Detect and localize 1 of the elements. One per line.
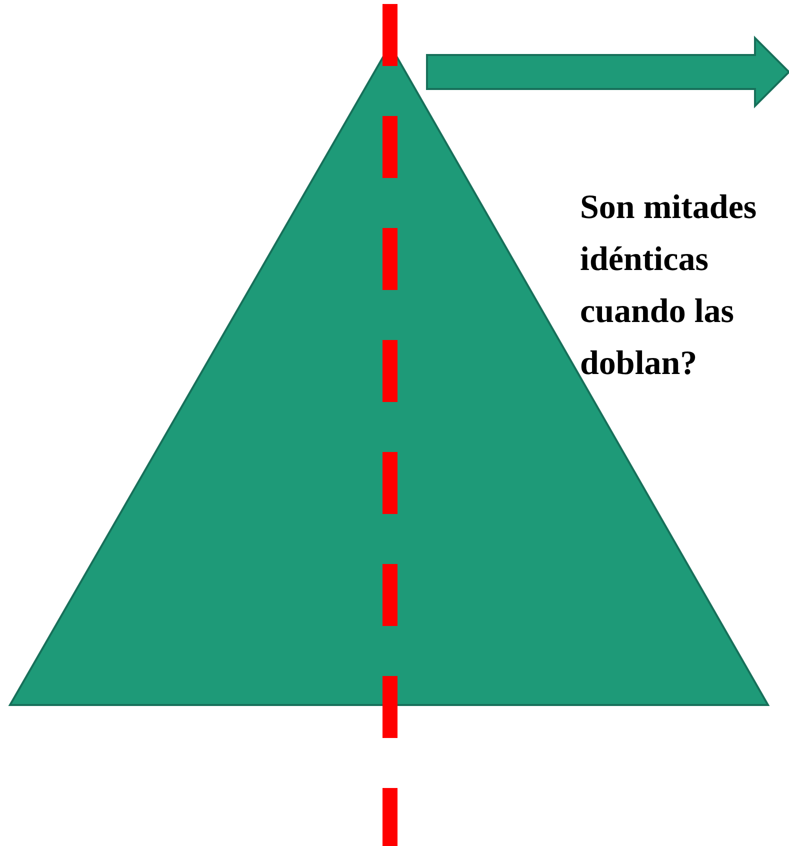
question-text: Son mitades idénticas cuando las doblan? xyxy=(580,188,758,384)
